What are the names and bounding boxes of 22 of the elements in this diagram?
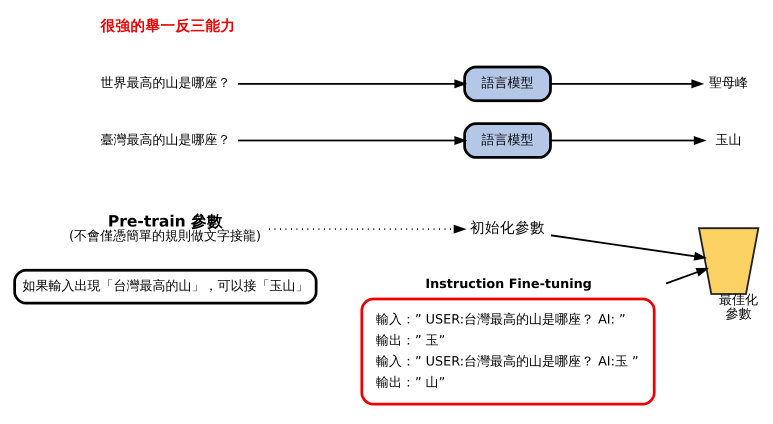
node-text: 初始化參數 xyxy=(470,220,546,237)
node-label: 最佳化 xyxy=(719,293,758,308)
node-text: 世界最高的山是哪座？ xyxy=(100,76,230,92)
label: 很強的舉一反三能力 xyxy=(100,18,236,35)
arrow xyxy=(550,136,707,145)
arrow xyxy=(238,79,468,88)
node-label: Instruction Fine-tuning xyxy=(425,276,592,292)
arrow xyxy=(550,79,704,88)
arrow xyxy=(550,234,707,261)
arrow xyxy=(238,136,468,145)
node-box: 語言模型 xyxy=(463,66,552,102)
node-text: 臺灣最高的山是哪座？ xyxy=(100,132,230,148)
node-box: 輸入：” USER:台灣最高的山是哪座？ AI: ” 輸出：” 玉” 輸入：” USER:台灣最高的山是哪座？ AI:玉 ” 輸出：” 山” xyxy=(360,298,656,406)
node-label: 參數 xyxy=(726,306,752,322)
node-text: 聖母峰 xyxy=(709,76,748,92)
arrow xyxy=(269,224,466,234)
arrow xyxy=(666,268,710,284)
node-box: 如果輸入出現「台灣最高的山」，可以接「玉山」 xyxy=(13,268,318,304)
node-text: Pre-train 參數 (不會僅憑簡單的規則做文字接龍) xyxy=(69,212,261,244)
node-funnel xyxy=(698,227,760,295)
node-box: 語言模型 xyxy=(463,122,552,159)
node-text: 玉山 xyxy=(716,132,742,148)
